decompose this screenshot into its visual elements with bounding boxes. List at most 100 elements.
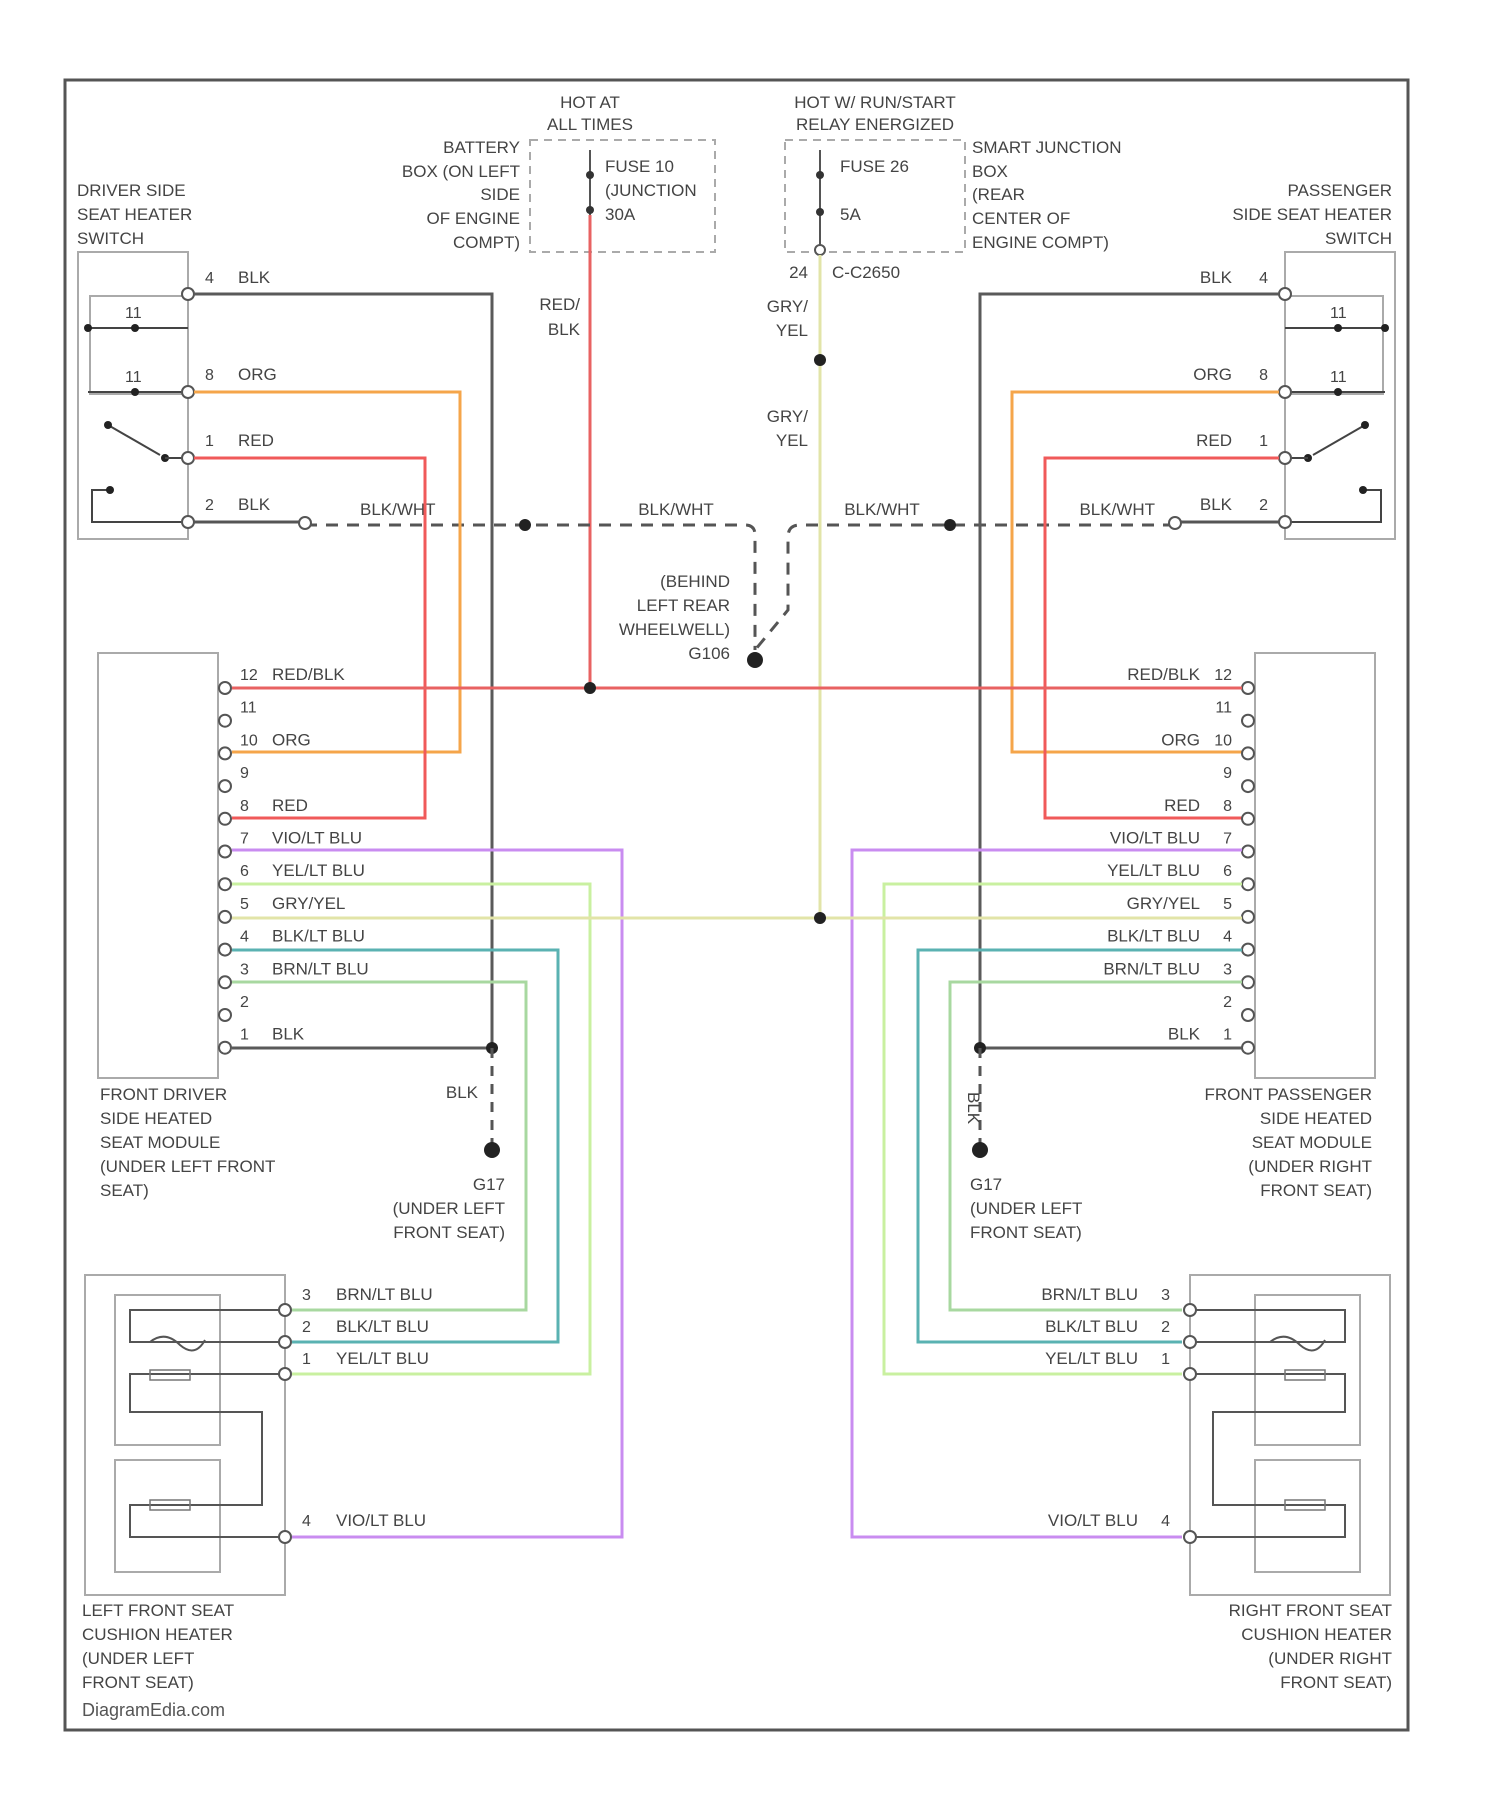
- fuse-10-node-top: [586, 171, 594, 179]
- svg-text:FRONT SEAT): FRONT SEAT): [1260, 1181, 1372, 1200]
- left-module-pin-4: 4: [240, 929, 249, 946]
- right-cushion-wire-3: BRN/LT BLU: [1041, 1285, 1138, 1304]
- left-module-wire-1: BLK: [272, 1025, 305, 1044]
- right-module-wire-5: GRY/YEL: [1127, 894, 1200, 913]
- left-module-wire-3: BRN/LT BLU: [272, 959, 369, 978]
- right-module-connector-9: [1242, 780, 1254, 792]
- smart-junction-label: SMART JUNCTION BOX (REAR CENTER OF ENGIN…: [972, 138, 1122, 252]
- svg-text:G106: G106: [688, 644, 730, 663]
- left-module-wire-12: RED/BLK: [272, 665, 345, 684]
- right-module-wire-8: RED: [1164, 796, 1200, 815]
- passenger-switch-internal-a: 11: [1330, 305, 1347, 322]
- svg-text:(UNDER LEFT FRONT: (UNDER LEFT FRONT: [100, 1157, 275, 1176]
- left-module-wire-8: RED: [272, 796, 308, 815]
- red-blk-splice: [584, 682, 596, 694]
- svg-text:ENGINE COMPT): ENGINE COMPT): [972, 233, 1109, 252]
- g106-label: (BEHIND LEFT REAR WHEELWELL) G106: [619, 572, 730, 663]
- right-module-pin-4: 4: [1223, 929, 1232, 946]
- driver-switch-wire-4: BLK: [238, 268, 271, 287]
- driver-module-label: FRONT DRIVER SIDE HEATED SEAT MODULE (UN…: [100, 1085, 275, 1200]
- driver-org-wire: [194, 392, 460, 752]
- svg-text:SWITCH: SWITCH: [1325, 229, 1392, 248]
- left-module-pin-9: 9: [240, 765, 249, 782]
- driver-side: DRIVER SIDE SEAT HEATER SWITCH 11 11 4 B…: [77, 181, 820, 1692]
- gry-yel-label-2b: YEL: [776, 431, 808, 450]
- left-module-connector-7: [219, 846, 231, 858]
- right-module-wire-10: ORG: [1161, 730, 1200, 749]
- right-module-connector-12: [1242, 682, 1254, 694]
- left-module-wire-7: VIO/LT BLU: [272, 829, 362, 848]
- fuse-10-node-bottom: [586, 206, 594, 214]
- svg-text:(REAR: (REAR: [972, 185, 1025, 204]
- left-module-pin-1: 1: [240, 1027, 249, 1044]
- right-module-pin-12: 12: [1214, 667, 1232, 684]
- passenger-switch-pin-2: 2: [1259, 497, 1268, 514]
- blk-wht-label-right-2: BLK/WHT: [1079, 500, 1155, 519]
- right-module-wire-12: RED/BLK: [1127, 665, 1200, 684]
- gry-yel-splice-bottom: [814, 912, 826, 924]
- right-module-wire-7: VIO/LT BLU: [1110, 829, 1200, 848]
- svg-text:SIDE SEAT HEATER: SIDE SEAT HEATER: [1232, 205, 1392, 224]
- svg-text:WHEELWELL): WHEELWELL): [619, 620, 730, 639]
- svg-text:CUSHION HEATER: CUSHION HEATER: [1241, 1625, 1392, 1644]
- right-module-pin-7: 7: [1223, 831, 1232, 848]
- right-cushion-pin-3: 3: [1161, 1287, 1170, 1304]
- right-module-pin-5: 5: [1223, 896, 1232, 913]
- left-cushion-label: LEFT FRONT SEAT CUSHION HEATER (UNDER LE…: [82, 1601, 234, 1692]
- hot-at-all-times-line2: ALL TIMES: [547, 115, 633, 134]
- svg-text:DRIVER SIDE: DRIVER SIDE: [77, 181, 186, 200]
- right-module-pin-2: 2: [1223, 994, 1232, 1011]
- left-cushion-pin-3: 3: [302, 1287, 311, 1304]
- left-cushion-wire-2: BLK/LT BLU: [336, 1317, 429, 1336]
- left-module-pin-8: 8: [240, 798, 249, 815]
- left-module-connector-9: [219, 780, 231, 792]
- driver-blk-lt-blu-wire: [232, 950, 558, 1342]
- right-module-connector-7: [1242, 846, 1254, 858]
- gry-yel-splice-top: [814, 354, 826, 366]
- right-module-wire-6: YEL/LT BLU: [1107, 861, 1200, 880]
- left-module-connector-10: [219, 747, 231, 759]
- driver-switch-label: DRIVER SIDE SEAT HEATER SWITCH: [77, 181, 192, 248]
- red-blk-feed-label-1: RED/: [539, 295, 580, 314]
- right-module-connector-2: [1242, 1009, 1254, 1021]
- left-module-connector-5: [219, 911, 231, 923]
- svg-text:G17: G17: [970, 1175, 1002, 1194]
- passenger-heated-seat-module: [1255, 653, 1375, 1078]
- svg-text:BOX (ON LEFT: BOX (ON LEFT: [402, 162, 520, 181]
- hot-at-all-times-line1: HOT AT: [560, 93, 620, 112]
- fuse-26-node-bottom: [816, 208, 824, 216]
- passenger-module-label: FRONT PASSENGER SIDE HEATED SEAT MODULE …: [1204, 1085, 1372, 1200]
- svg-text:LEFT REAR: LEFT REAR: [637, 596, 730, 615]
- driver-switch-wire-2: BLK: [238, 495, 271, 514]
- right-cushion-label: RIGHT FRONT SEAT CUSHION HEATER (UNDER R…: [1229, 1601, 1392, 1692]
- driver-g17-label: G17 (UNDER LEFT FRONT SEAT): [393, 1175, 505, 1242]
- passenger-switch-pin-8: 8: [1259, 367, 1268, 384]
- battery-box-label: BATTERY BOX (ON LEFT SIDE OF ENGINE COMP…: [402, 138, 520, 252]
- left-cushion-wire-3: BRN/LT BLU: [336, 1285, 433, 1304]
- right-cushion-pin-1: 1: [1161, 1351, 1170, 1368]
- left-module-pin-6: 6: [240, 863, 249, 880]
- left-module-connector-1: [219, 1042, 231, 1054]
- left-module-wire-5: GRY/YEL: [272, 894, 345, 913]
- left-module-pin-12: 12: [240, 667, 258, 684]
- passenger-switch-wire-2: BLK: [1200, 495, 1233, 514]
- svg-text:OF ENGINE: OF ENGINE: [426, 209, 520, 228]
- svg-text:(UNDER LEFT: (UNDER LEFT: [393, 1199, 505, 1218]
- right-module-wire-4: BLK/LT BLU: [1107, 927, 1200, 946]
- passenger-vio-lt-blu-wire: [852, 850, 1242, 1537]
- svg-text:5A: 5A: [840, 205, 861, 224]
- right-module-wire-3: BRN/LT BLU: [1103, 959, 1200, 978]
- passenger-side: PASSENGER SIDE SEAT HEATER SWITCH 11 11 …: [584, 181, 1395, 1692]
- left-cushion-pin-1: 1: [302, 1351, 311, 1368]
- driver-switch-internal-b: 11: [125, 369, 142, 386]
- left-cushion-wire-4: VIO/LT BLU: [336, 1511, 426, 1530]
- passenger-switch-wire-1: RED: [1196, 431, 1232, 450]
- right-module-wire-1: BLK: [1168, 1025, 1201, 1044]
- driver-switch-internal-a: 11: [125, 305, 142, 322]
- g106-ground-point: [747, 652, 763, 668]
- passenger-switch-wire-4: BLK: [1200, 268, 1233, 287]
- svg-text:COMPT): COMPT): [453, 233, 520, 252]
- left-module-connector-8: [219, 813, 231, 825]
- right-cushion-wire-2: BLK/LT BLU: [1045, 1317, 1138, 1336]
- svg-text:FRONT SEAT): FRONT SEAT): [82, 1673, 194, 1692]
